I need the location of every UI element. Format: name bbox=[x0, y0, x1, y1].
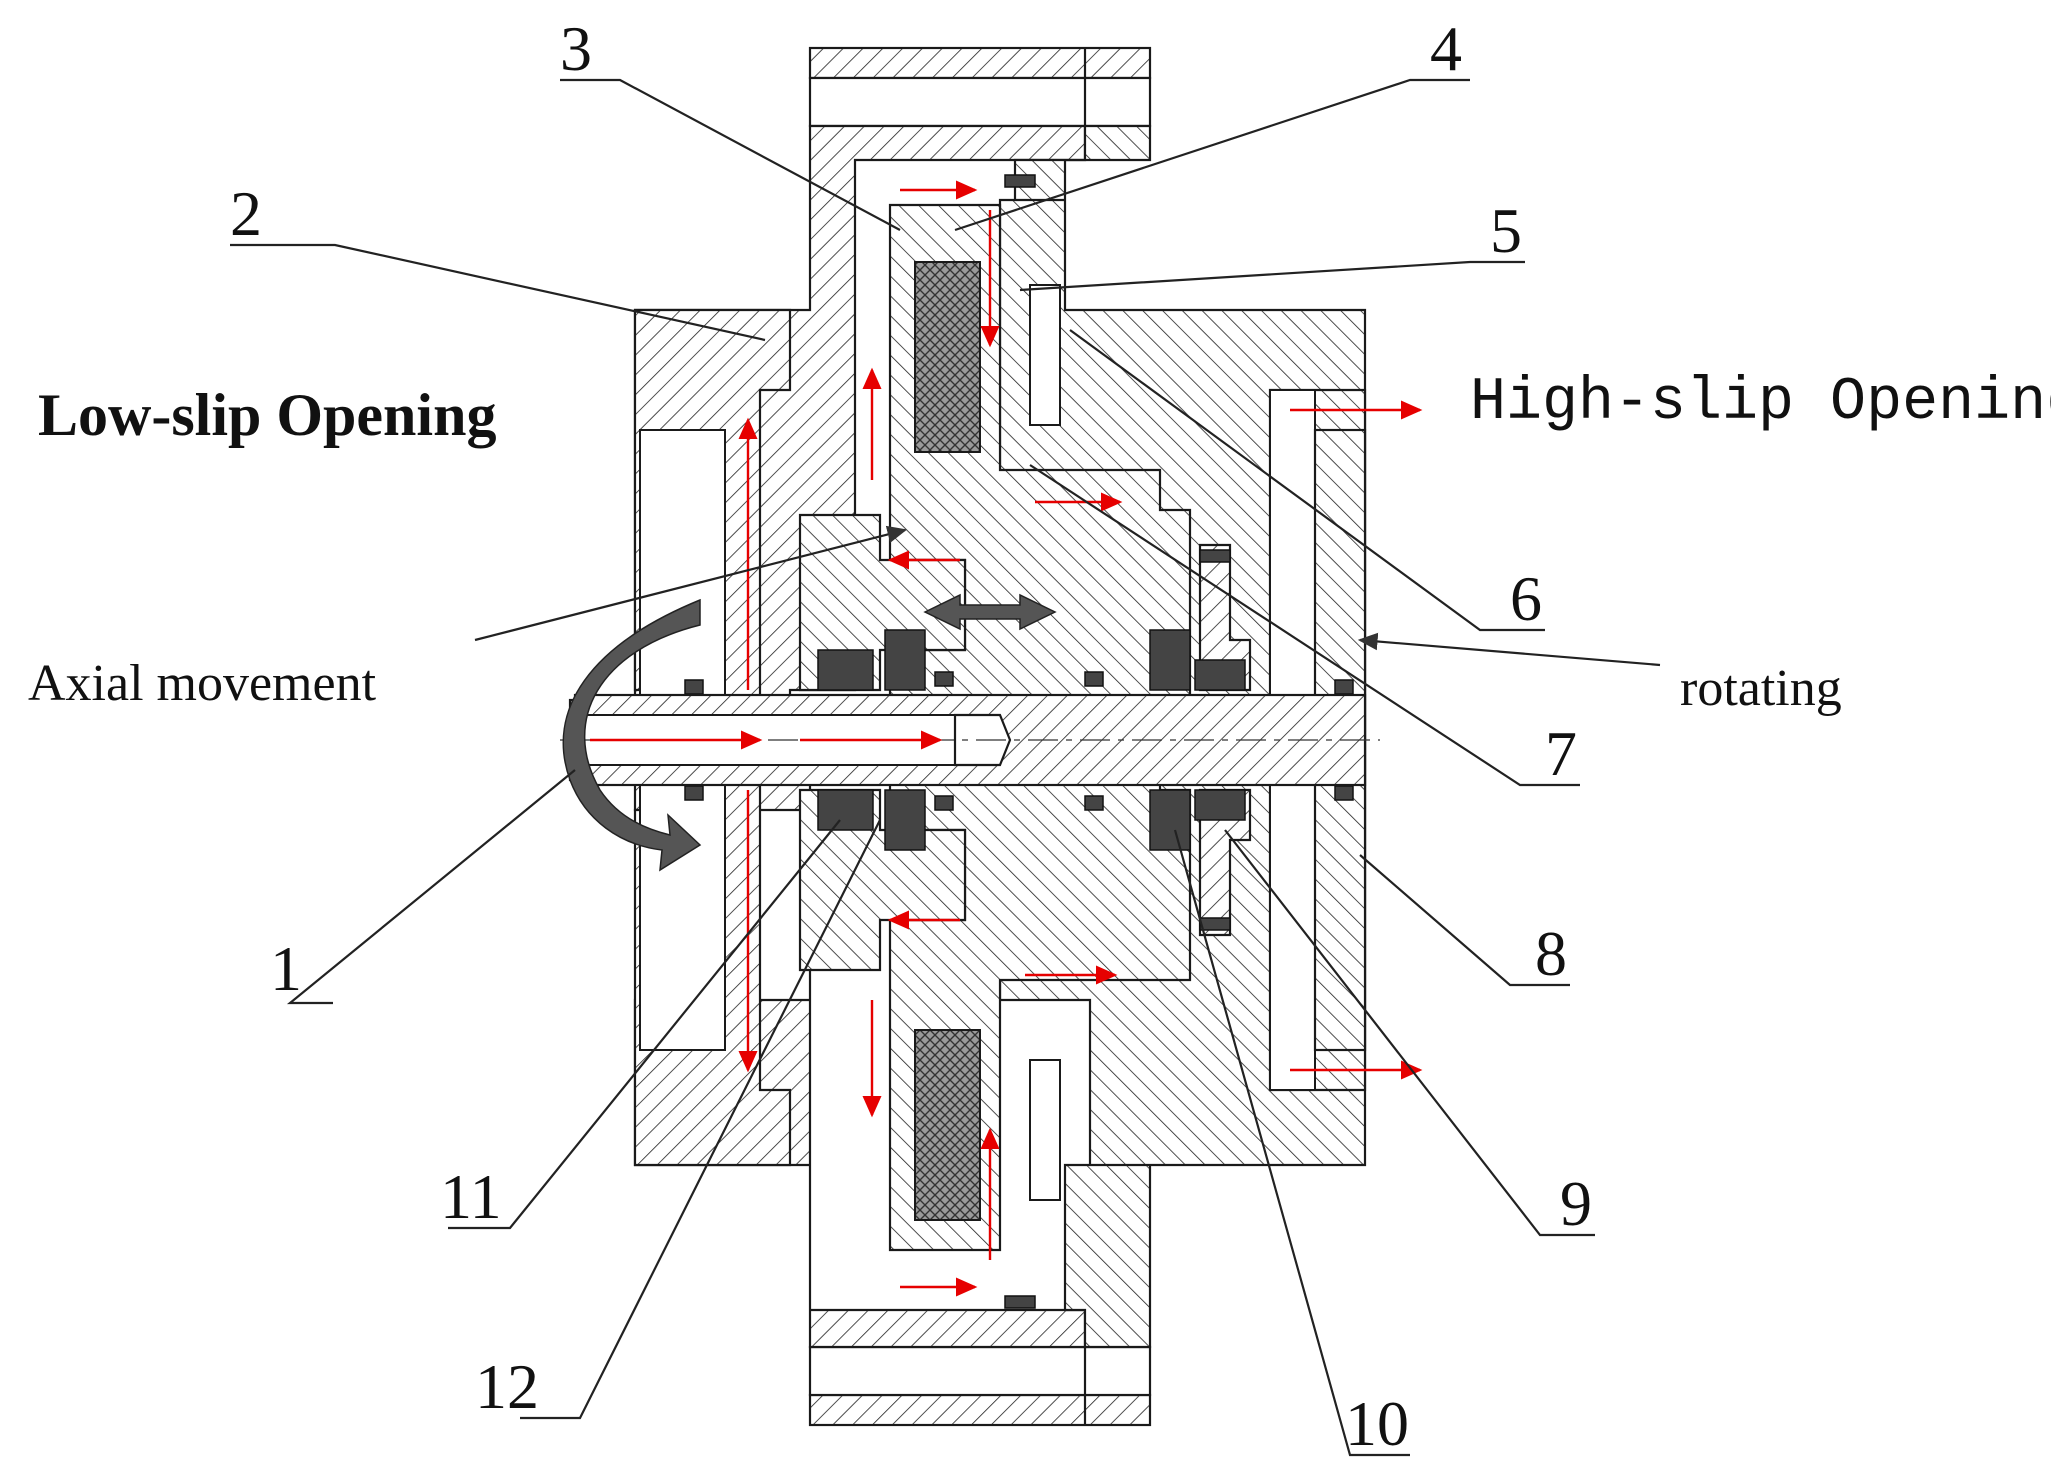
part-numbers: 1 2 3 4 5 6 7 8 9 10 11 12 bbox=[230, 13, 1592, 1459]
top-flange bbox=[808, 46, 1152, 80]
hub-right-lower bbox=[1198, 788, 1252, 937]
high-slip-label: High-slip Opening bbox=[1470, 369, 2051, 437]
part-number-11: 11 bbox=[440, 1161, 502, 1232]
part-number-5: 5 bbox=[1490, 195, 1522, 266]
part-number-9: 9 bbox=[1560, 1168, 1592, 1239]
top-flange-window bbox=[808, 76, 1152, 128]
axial-arrow-icon bbox=[923, 593, 1057, 631]
rotating-label: rotating bbox=[1680, 660, 1842, 717]
part-number-12: 12 bbox=[475, 1351, 539, 1422]
part-number-8: 8 bbox=[1535, 918, 1567, 989]
leader-lines bbox=[230, 78, 1661, 1457]
axial-movement-label: Axial movement bbox=[28, 655, 377, 712]
low-slip-label: Low-slip Opening bbox=[38, 382, 496, 448]
motion-arrows bbox=[562, 593, 1057, 872]
part-number-4: 4 bbox=[1430, 13, 1462, 84]
friction-block-bottom bbox=[914, 1029, 981, 1221]
flow-arrows bbox=[590, 180, 1423, 1297]
part-number-10: 10 bbox=[1345, 1388, 1409, 1459]
part-number-3: 3 bbox=[560, 13, 592, 84]
rotation-arrow-icon bbox=[562, 598, 702, 872]
seals bbox=[684, 174, 1354, 1309]
part-number-1: 1 bbox=[270, 933, 302, 1004]
clutch-body bbox=[560, 46, 1380, 1427]
friction-block-top bbox=[914, 261, 981, 453]
bottom-flange bbox=[808, 1393, 1152, 1427]
part-number-6: 6 bbox=[1510, 563, 1542, 634]
bottom-flange-window bbox=[808, 1345, 1152, 1397]
part-number-2: 2 bbox=[230, 178, 262, 249]
part-number-7: 7 bbox=[1545, 718, 1577, 789]
